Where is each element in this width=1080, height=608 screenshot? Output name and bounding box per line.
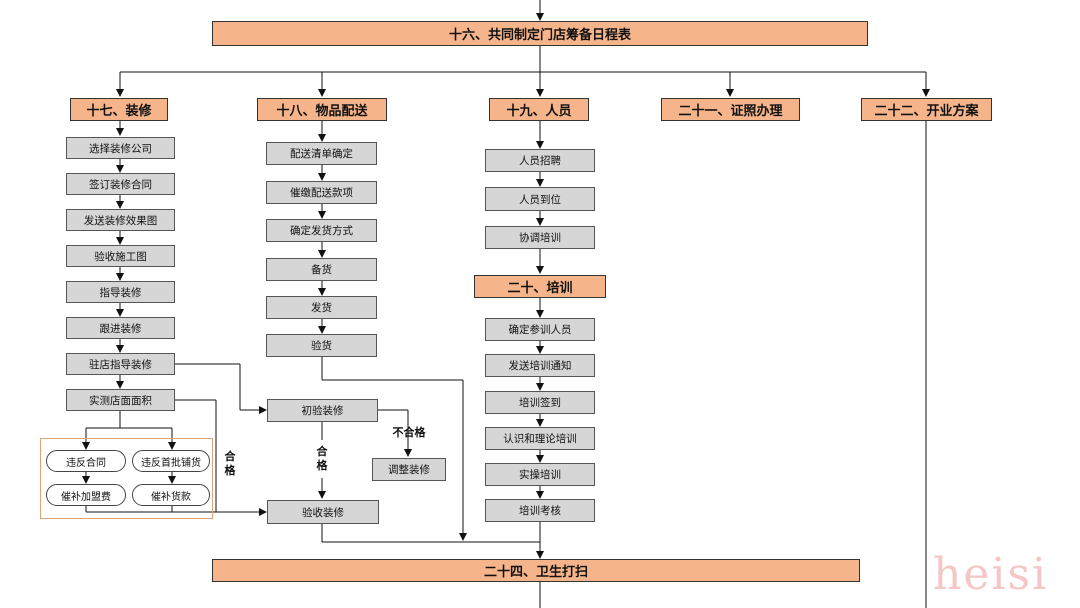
adjust-renovation: 调整装修: [372, 458, 446, 481]
renovation-step: 实测店面面积: [66, 389, 175, 411]
renovation-step: 发送装修效果图: [66, 209, 175, 231]
header-delivery: 十八、物品配送: [257, 98, 387, 121]
renovation-step: 签订装修合同: [66, 173, 175, 195]
initial-inspection: 初验装修: [267, 399, 378, 422]
pass-label-left: 合 格: [224, 450, 236, 477]
renovation-step: 验收施工图: [66, 245, 175, 267]
violation-group: [40, 438, 213, 519]
training-step: 实操培训: [485, 463, 595, 486]
violation-item: 违反首批铺货: [132, 450, 210, 472]
violation-item: 违反合同: [46, 450, 126, 472]
renovation-step: 驻店指导装修: [66, 353, 175, 375]
delivery-step: 配送清单确定: [266, 142, 377, 165]
accept-renovation: 验收装修: [267, 500, 379, 524]
bottom-banner: 二十四、卫生打扫: [212, 559, 860, 582]
delivery-step: 确定发货方式: [266, 219, 377, 242]
renovation-step: 指导装修: [66, 281, 175, 303]
violation-item: 催补货款: [132, 484, 210, 506]
pass-label: 合 格: [316, 445, 328, 472]
header-opening: 二十二、开业方案: [861, 98, 992, 121]
header-training: 二十、培训: [474, 275, 606, 298]
training-step: 确定参训人员: [485, 318, 595, 341]
staff-step: 人员到位: [485, 187, 595, 211]
training-step: 培训考核: [485, 499, 595, 522]
header-license: 二十一、证照办理: [661, 98, 800, 121]
violation-item: 催补加盟费: [46, 484, 126, 506]
staff-step: 协调培训: [485, 226, 595, 249]
training-step: 培训签到: [485, 391, 595, 414]
renovation-step: 跟进装修: [66, 317, 175, 339]
top-banner: 十六、共同制定门店筹备日程表: [212, 21, 868, 46]
training-step: 认识和理论培训: [485, 427, 595, 450]
delivery-step: 验货: [266, 334, 377, 357]
delivery-step: 催缴配送款项: [266, 181, 377, 204]
renovation-step: 选择装修公司: [66, 137, 175, 159]
training-step: 发送培训通知: [485, 354, 595, 377]
header-staff: 十九、人员: [489, 98, 589, 121]
delivery-step: 备货: [266, 258, 377, 281]
delivery-step: 发货: [266, 296, 377, 319]
staff-step: 人员招聘: [485, 149, 595, 172]
watermark: heisi: [933, 549, 1049, 600]
fail-label: 不合格: [392, 426, 426, 439]
header-renovation: 十七、装修: [70, 98, 168, 121]
